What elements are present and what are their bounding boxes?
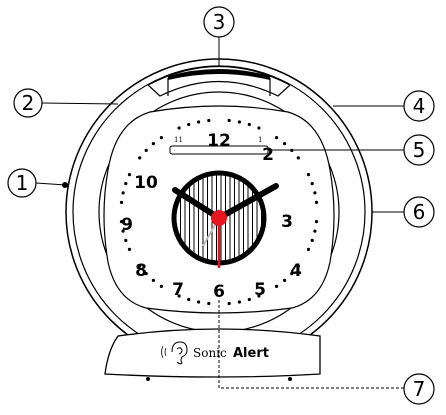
- top-button-bar: [168, 69, 270, 80]
- minute-dot: [313, 229, 317, 233]
- minute-dot: [290, 272, 294, 276]
- minute-dot: [237, 300, 241, 304]
- svg-text:1: 1: [16, 171, 29, 195]
- minute-dot: [306, 247, 311, 251]
- svg-text:6: 6: [413, 200, 426, 224]
- minute-dot: [144, 272, 148, 276]
- callout-2: 2: [13, 88, 43, 118]
- minute-dot: [138, 156, 142, 160]
- minute-hand: [216, 183, 279, 221]
- minute-dot: [310, 182, 314, 186]
- leader-line-1: [35, 182, 67, 186]
- callout-5: 5: [403, 134, 435, 166]
- leader-line-7: [218, 300, 404, 389]
- clock-base: [104, 328, 321, 378]
- minute-dot: [159, 284, 163, 288]
- callout-1: 1: [7, 168, 37, 198]
- minute-dot: [187, 297, 191, 302]
- minute-dot: [151, 278, 155, 282]
- minute-dot: [124, 182, 128, 186]
- minute-dot: [119, 200, 124, 204]
- leader-line-2: [41, 102, 119, 105]
- minute-dot: [144, 148, 148, 152]
- dial-number-12: 12: [207, 131, 231, 151]
- display-mark-11: 11: [174, 136, 183, 144]
- minute-dot: [313, 191, 317, 195]
- dial-number-3: 3: [281, 212, 293, 232]
- minute-dot: [151, 142, 155, 146]
- minute-dot: [121, 191, 125, 195]
- callout-4: 4: [403, 90, 435, 122]
- minute-dot: [283, 142, 287, 146]
- brand-alert-text: Alert: [233, 346, 269, 361]
- dial-face: [103, 105, 335, 314]
- minute-dot: [247, 122, 251, 127]
- minute-dot: [310, 238, 314, 242]
- minute-dot: [177, 126, 181, 130]
- minute-dot: [275, 284, 279, 288]
- minute-dot: [296, 264, 300, 268]
- dial-number-2: 2: [262, 145, 274, 165]
- minute-dot: [275, 136, 279, 140]
- minute-dots: [119, 118, 319, 306]
- minute-dot: [197, 300, 201, 304]
- dial-number-10: 10: [134, 173, 158, 193]
- minute-dot: [247, 297, 251, 302]
- minute-dot: [314, 200, 319, 204]
- svg-text:4: 4: [413, 94, 426, 118]
- minute-dot: [306, 173, 311, 177]
- minute-dot: [237, 120, 241, 124]
- minute-dot: [138, 264, 142, 268]
- svg-text:2: 2: [22, 91, 35, 115]
- minute-dot: [207, 118, 211, 123]
- minute-dot: [283, 278, 287, 282]
- minute-dot: [257, 126, 261, 130]
- minute-dot: [187, 122, 191, 127]
- minute-dot: [119, 220, 124, 224]
- ear-icon: [171, 341, 188, 365]
- dial-number-9: 9: [121, 215, 133, 235]
- dial-number-4: 4: [290, 261, 302, 281]
- minute-dot: [227, 118, 231, 123]
- brand-sonic-text: Sonic: [193, 346, 227, 360]
- minute-dot: [127, 173, 132, 177]
- minute-dot: [257, 294, 261, 298]
- minute-dot: [314, 220, 319, 224]
- minute-dot: [127, 247, 132, 251]
- callout-3: 3: [203, 6, 235, 38]
- minute-dot: [177, 294, 181, 298]
- minute-dot: [159, 136, 163, 140]
- minute-dot: [296, 156, 300, 160]
- minute-dot: [124, 238, 128, 242]
- minute-dot: [207, 301, 211, 306]
- minute-dot: [227, 301, 231, 306]
- minute-dot: [197, 120, 201, 124]
- svg-text:7: 7: [413, 377, 426, 401]
- callout-6: 6: [403, 196, 435, 228]
- callout-7: 7: [403, 373, 435, 405]
- minute-dot: [121, 229, 125, 233]
- dial-number-6: 6: [213, 282, 225, 302]
- svg-text:3: 3: [213, 10, 226, 34]
- hour-hand: [172, 187, 222, 221]
- dial-number-8: 8: [135, 261, 147, 281]
- center-cap: [211, 210, 227, 226]
- svg-text:5: 5: [413, 138, 426, 162]
- dial-number-7: 7: [172, 280, 184, 300]
- display-mark-1: 1: [258, 136, 262, 144]
- dial-number-5: 5: [254, 280, 266, 300]
